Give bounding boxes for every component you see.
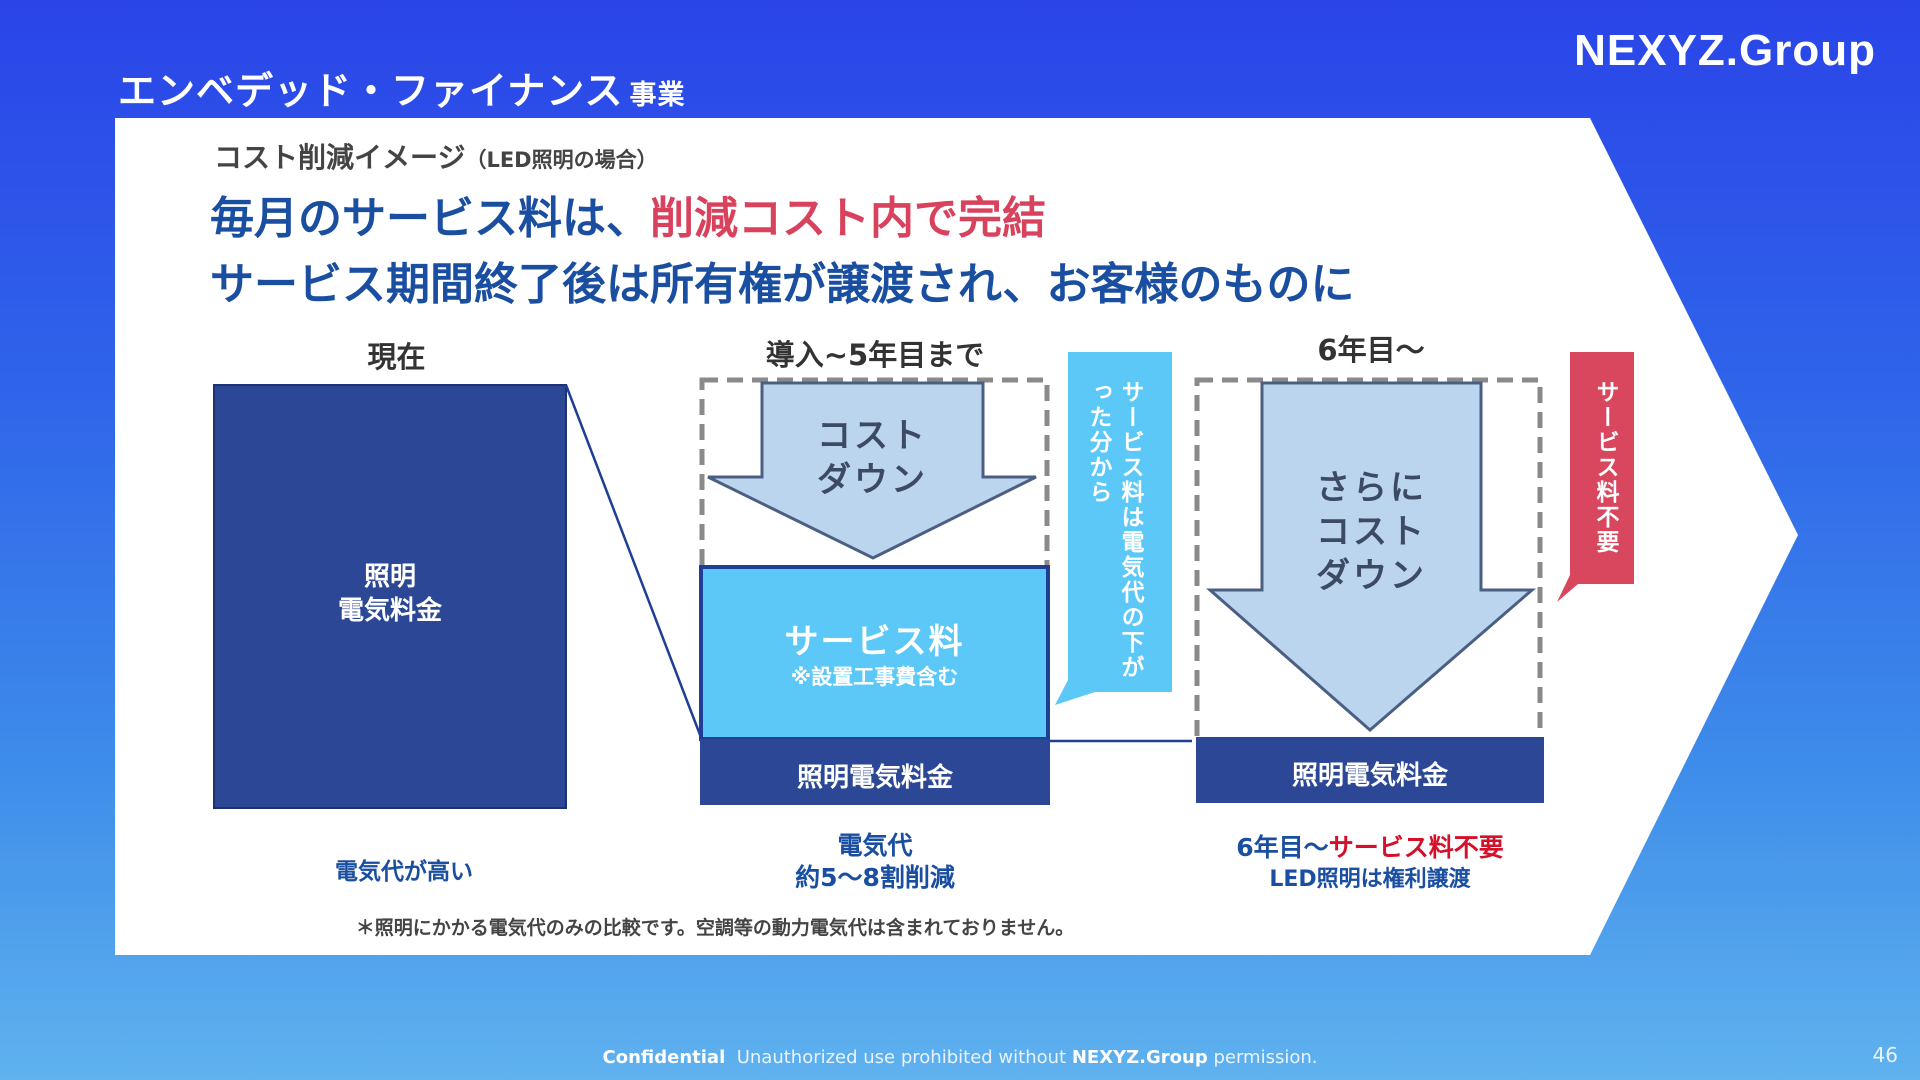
current-box-line1: 照明: [363, 562, 416, 592]
phase2-bill-label: 照明電気料金: [1291, 761, 1448, 791]
phase2-arrow-line3: ダウン: [1316, 556, 1427, 596]
current-bill-box: [213, 384, 567, 809]
page-number: 46: [1872, 1043, 1898, 1067]
footer-text-after: permission.: [1213, 1047, 1318, 1068]
phase1-down-arrow: [707, 381, 1037, 560]
current-heading: 現在: [367, 340, 426, 374]
phase2-caption-prefix: 6年目～: [1236, 833, 1329, 862]
phase2-arrow-line2: コスト: [1316, 512, 1427, 552]
phase1-bill-bar: [700, 739, 1050, 805]
phase1-bill-label: 照明電気料金: [796, 763, 953, 793]
phase2-dashed-frame: [1194, 377, 1543, 743]
footnote: ＊照明にかかる電気代のみの比較です。空調等の動力電気代は含まれておりません。: [355, 917, 1075, 939]
phase1-caption: 電気代 約5～8割削減: [700, 830, 1050, 894]
phase1-arrow-line1: コスト: [817, 416, 928, 456]
phase1-caption-line1: 電気代: [837, 831, 913, 860]
section-label: コスト削減イメージ（LED照明の場合）: [214, 136, 658, 176]
phase1-arrow-label: コスト ダウン: [762, 414, 983, 502]
connector-top: [564, 384, 704, 741]
current-caption: 電気代が高い: [335, 859, 473, 885]
headline-line2: サービス期間終了後は所有権が譲渡され、お客様のものに: [210, 259, 1355, 310]
phase2-caption: 6年目～サービス料不要 LED照明は権利譲渡: [1160, 832, 1580, 896]
phase2-caption-red: サービス料不要: [1328, 833, 1504, 862]
section-label-note: （LED照明の場合）: [465, 148, 658, 172]
footer-confidential: Confidential: [602, 1047, 726, 1068]
phase2-caption-line1: 6年目～サービス料不要: [1160, 832, 1580, 864]
footer-text-before: Unauthorized use prohibited without: [736, 1047, 1067, 1068]
phase1-heading: 導入~5年目まで: [765, 338, 985, 372]
service-fee-note: ※設置工事費含む: [790, 665, 959, 689]
brand-logo: NEXYZ.Group: [1574, 26, 1876, 75]
headline: 毎月のサービス料は、削減コスト内で完結 サービス期間終了後は所有権が譲渡され、お…: [210, 186, 1354, 318]
phase2-arrow-label: さらに コスト ダウン: [1262, 466, 1481, 598]
phase2-down-arrow: [1206, 381, 1537, 732]
phase1-callout-text: サービス料は電気代の下がった分から: [1085, 380, 1143, 680]
header-title: エンベデッド・ファイナンス事業: [118, 60, 685, 115]
phase1-arrow-line2: ダウン: [817, 460, 928, 500]
phase1-caption-line2: 約5～8割削減: [795, 863, 955, 892]
headline-line1: 毎月のサービス料は、削減コスト内で完結: [210, 186, 1354, 252]
section-label-text: コスト削減イメージ: [214, 141, 466, 174]
phase2-callout-shape: [1557, 352, 1634, 602]
phase2-arrow-line1: さらに: [1316, 468, 1427, 508]
current-box-label: 照明 電気料金: [214, 560, 566, 628]
phase1-callout-shape: [1055, 352, 1172, 705]
phase2-callout-text: サービス料不要: [1592, 380, 1618, 555]
confidential-footer: Confidential Unauthorized use prohibited…: [0, 1047, 1920, 1068]
phase2-bill-bar: [1196, 737, 1544, 803]
headline-line1-prefix: 毎月のサービス料は、: [210, 193, 650, 244]
header-title-suffix: 事業: [629, 80, 686, 111]
service-fee-label: サービス料: [784, 622, 965, 662]
headline-line1-highlight: 削減コスト内で完結: [650, 193, 1046, 244]
header-title-main: エンベデッド・ファイナンス: [118, 69, 624, 113]
footer-brand: NEXYZ.Group: [1071, 1047, 1208, 1068]
phase2-heading: 6年目～: [1317, 333, 1425, 367]
phase2-caption-line2: LED照明は権利譲渡: [1269, 867, 1471, 892]
current-box-line2: 電気料金: [337, 596, 442, 626]
service-fee-box: [699, 565, 1050, 741]
